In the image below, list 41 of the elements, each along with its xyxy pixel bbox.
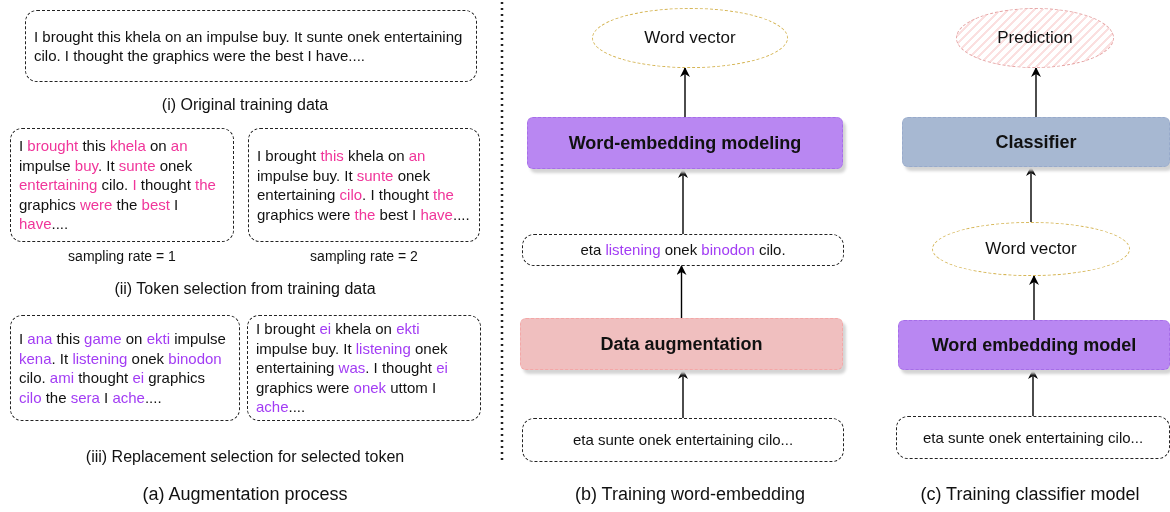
node-text: I brought this khela on an impulse buy. It sunte onek entertaining cilo. I thought the graphics were the best I have.... — [34, 26, 464, 66]
node-text: Word-embedding modeling — [568, 132, 802, 154]
caption-text: (c) Training classifier model — [919, 484, 1141, 505]
arrow — [1028, 369, 1038, 417]
text-box — [10, 315, 240, 421]
arrow — [678, 369, 688, 419]
arrow — [1026, 166, 1036, 223]
caption-text: (b) Training word-embedding — [573, 484, 807, 505]
arrow — [1029, 275, 1039, 321]
node-text: I brought ei khela on ekti impulse buy. It listening onek entertaining was. I thought ei graphics were onek uttom I ache.... — [256, 319, 449, 417]
process-box — [902, 117, 1170, 167]
node-text: eta sunte onek entertaining cilo... — [922, 427, 1144, 448]
node-text: I brought this khela on an impulse buy. It sunte onek entertaining cilo. I thought the graphics were the best I have.... — [257, 146, 471, 224]
node-text: Word embedding model — [931, 334, 1137, 356]
arrow — [678, 168, 688, 235]
process-box — [898, 320, 1170, 370]
text-box — [25, 10, 477, 82]
text-box — [522, 234, 844, 266]
process-box — [520, 318, 843, 370]
caption-text: (ii) Token selection from training data — [113, 280, 377, 298]
process-box — [527, 117, 843, 169]
node-text: Word vector — [644, 28, 736, 48]
node-text: Word vector — [985, 239, 1077, 259]
text-box — [896, 416, 1170, 459]
text-box — [247, 315, 481, 421]
node-text: eta listening onek binodon cilo. — [580, 240, 786, 260]
node-text: I ana this game on ekti impulse kena. It listening onek binodon cilo. ami thought ei graphics cilo the sera I ache.... — [19, 329, 227, 407]
node-text: I brought this khela on an impulse buy. It sunte onek entertaining cilo. I thought the graphics were the best I have.... — [19, 136, 217, 234]
caption-text: sampling rate = 2 — [309, 247, 419, 266]
arrow — [676, 265, 687, 319]
arrow — [1031, 67, 1041, 118]
caption-text: (a) Augmentation process — [141, 484, 349, 505]
node-text: Data augmentation — [600, 333, 763, 355]
node-text: Classifier — [995, 131, 1077, 153]
arrow — [680, 67, 690, 118]
node-text: eta sunte onek entertaining cilo... — [572, 430, 794, 450]
caption-text: (iii) Replacement selection for selected token — [84, 448, 406, 466]
caption-text: sampling rate = 1 — [67, 247, 177, 266]
caption-text: (i) Original training data — [160, 96, 330, 114]
node-text: Prediction — [997, 28, 1073, 48]
text-box — [522, 418, 844, 462]
